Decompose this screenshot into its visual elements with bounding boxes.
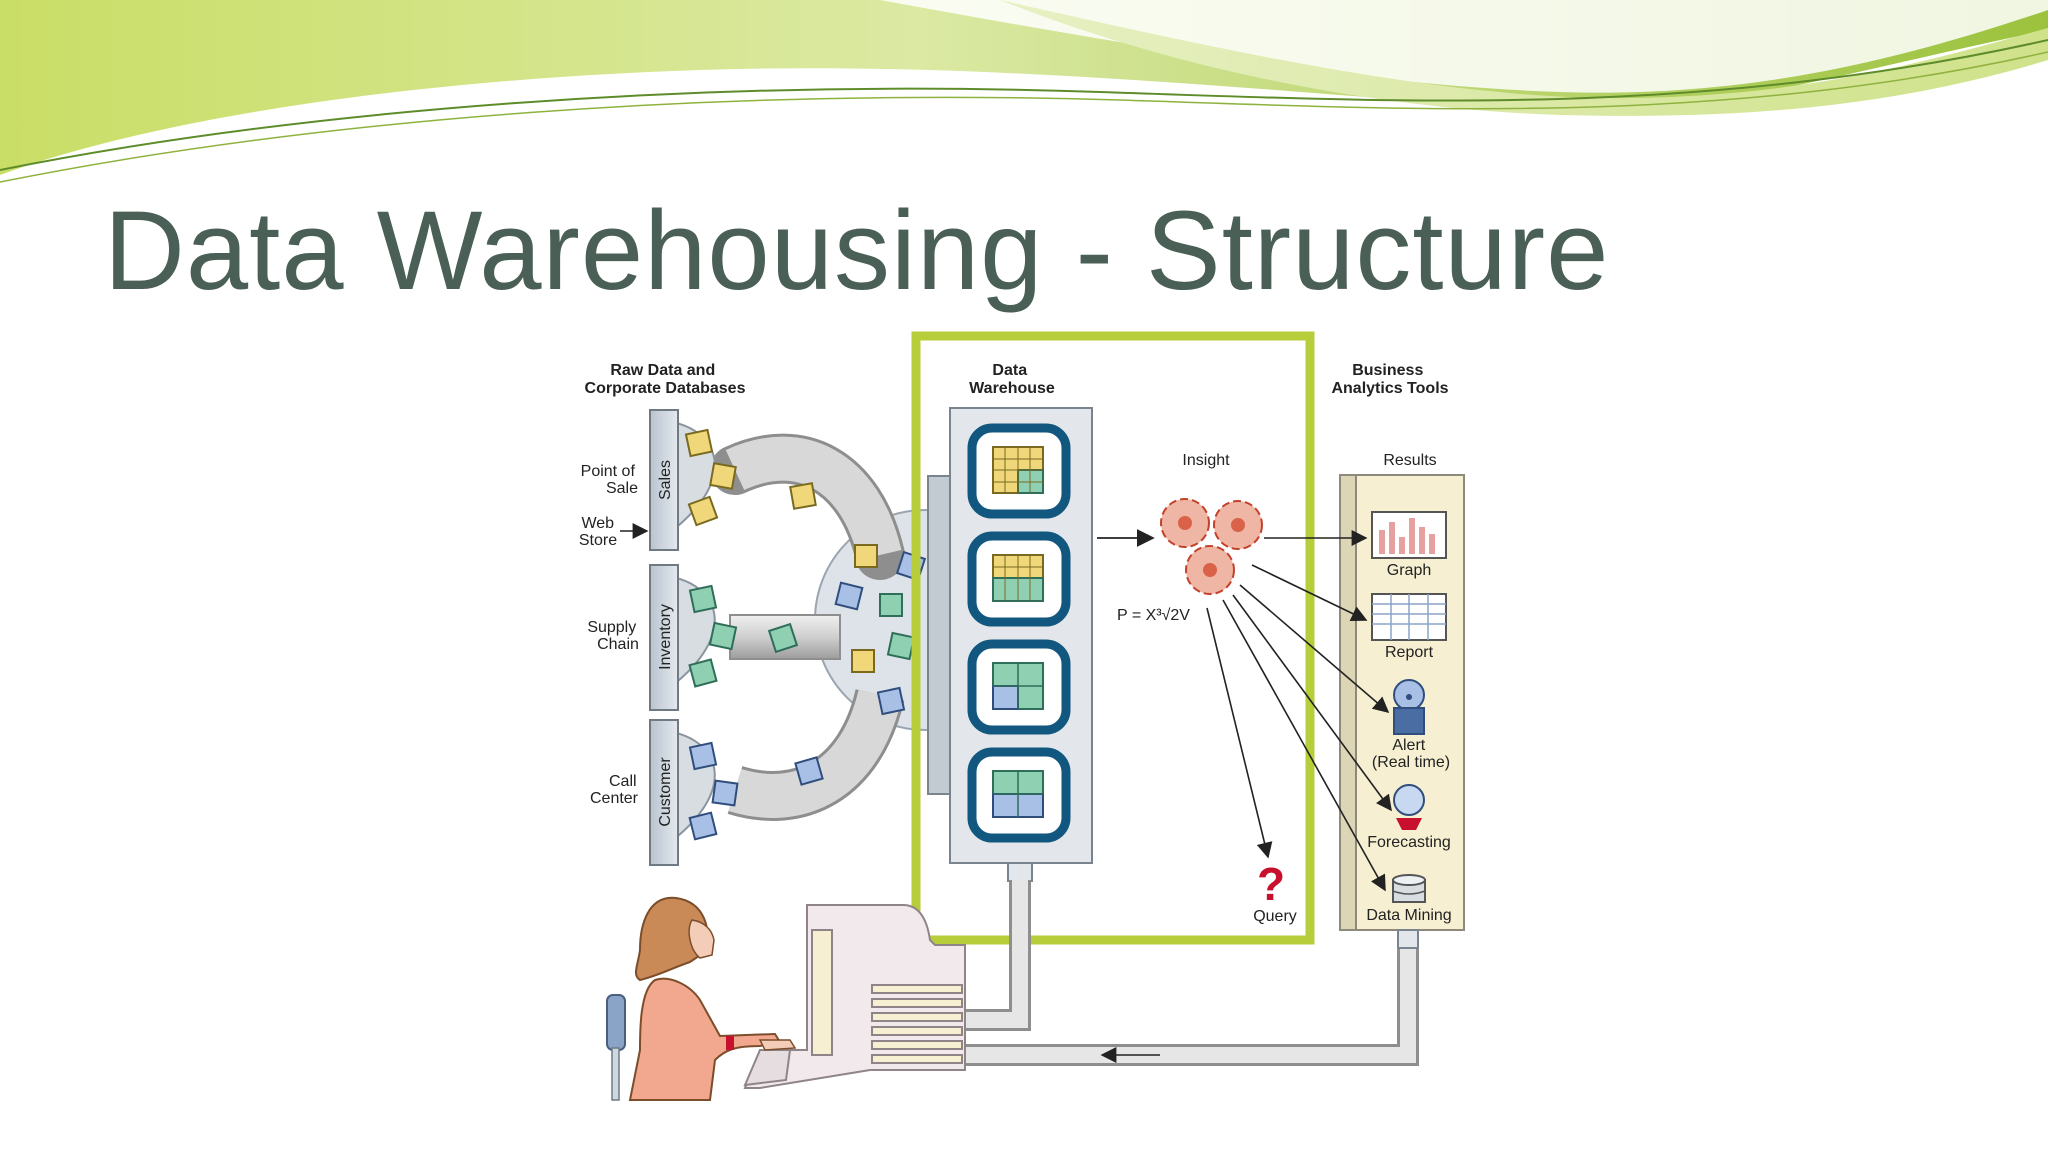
source-label-call-center: Call Center (590, 773, 641, 807)
alert-bell-icon (1393, 679, 1425, 735)
result-label-data-mining: Data Mining (1366, 907, 1451, 924)
database-sales: Sales (649, 409, 737, 551)
decorative-banner (0, 0, 2048, 183)
report-table-icon (1371, 593, 1447, 641)
warehouse-cubes (967, 423, 1071, 843)
query-label: Query (1253, 908, 1297, 925)
tools-heading: Business Analytics Tools (1331, 362, 1448, 397)
results-heading: Results (1383, 452, 1436, 469)
insight-label: Insight (1182, 452, 1230, 469)
return-pipes (960, 880, 1419, 1066)
user-figure-icon (606, 896, 797, 1101)
database-label-sales: Sales (657, 460, 674, 500)
sources-heading: Raw Data and Corporate Databases (585, 362, 746, 397)
database-customer: Customer (649, 719, 739, 866)
slide-title: Data Warehousing - Structure (104, 188, 1610, 313)
warehouse-heading: Data Warehouse (969, 362, 1055, 397)
database-label-customer: Customer (657, 757, 674, 827)
gears-icon (1160, 498, 1263, 595)
result-label-alert: Alert (Real time) (1372, 737, 1450, 771)
result-label-graph: Graph (1387, 562, 1431, 579)
source-label-supply-chain: Supply Chain (587, 619, 640, 653)
database-inventory: Inventory (649, 564, 738, 711)
workstation-illustration (743, 904, 966, 1089)
insight-arrows (1206, 530, 1392, 892)
source-label-point-of-sale: Point of Sale (581, 463, 640, 497)
result-label-forecasting: Forecasting (1367, 834, 1451, 851)
bar-chart-icon (1371, 511, 1447, 559)
crystal-ball-icon (1393, 784, 1425, 830)
result-label-report: Report (1385, 644, 1434, 661)
insight-formula: P = X³√2V (1117, 607, 1190, 624)
query-icon: ? (1257, 858, 1285, 910)
database-icon (1392, 874, 1426, 903)
source-label-web-store: Web Store (579, 515, 619, 549)
warehouse-highlight-frame (911, 331, 1315, 945)
database-label-inventory: Inventory (657, 604, 674, 670)
